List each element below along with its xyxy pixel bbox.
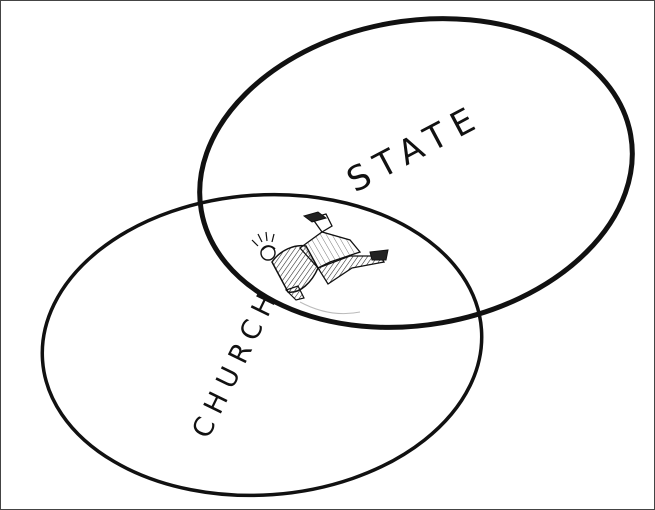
church-set-label: CHURCH <box>186 283 286 444</box>
state-set-label: STATE <box>340 96 489 201</box>
